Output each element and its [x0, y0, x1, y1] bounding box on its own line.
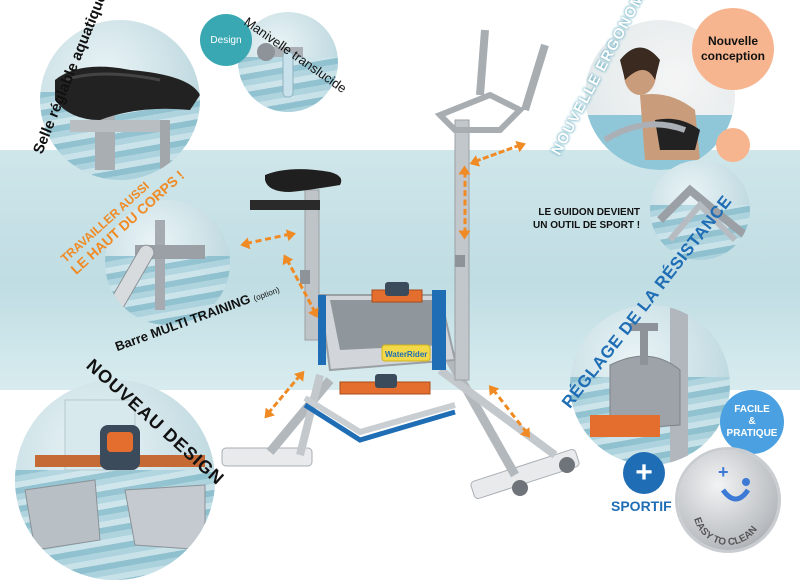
plus-symbol: +	[635, 456, 653, 489]
saddle-photo	[40, 20, 200, 180]
handlebar-line2: UN OUTIL DE SPORT !	[533, 220, 641, 231]
easy-line1: FACILE	[734, 404, 770, 415]
handlebar-height-arrow	[463, 171, 467, 234]
easy-amp: &	[748, 416, 756, 427]
sportif-label: SPORTIF	[611, 498, 672, 514]
handlebar-photo	[650, 160, 750, 260]
handlebar-line1: LE GUIDON DEVIENT	[538, 207, 641, 218]
multi-training-photo	[105, 200, 230, 325]
new-concept-line2: conception	[700, 49, 765, 63]
bike-logo: WaterRider	[385, 350, 427, 359]
svg-text:+: +	[718, 462, 729, 482]
design-badge: Design	[200, 14, 252, 66]
easy-clean-coin: + EASY TO CLEAN	[678, 450, 778, 550]
new-concept-badge: Nouvelle conception	[692, 8, 774, 90]
rider-photo	[585, 20, 735, 170]
new-concept-line1: Nouvelle	[707, 34, 758, 48]
easy-line2: PRATIQUE	[726, 428, 778, 439]
plus-badge: +	[623, 452, 665, 494]
handlebar-callout: LE GUIDON DEVIENT UN OUTIL DE SPORT !	[533, 206, 640, 232]
easy-badge: FACILE & PRATIQUE	[720, 390, 784, 454]
peach-dot	[716, 128, 750, 162]
pedal-photo	[15, 380, 215, 580]
resistance-photo	[570, 305, 730, 465]
crank-photo	[238, 12, 338, 112]
bike-illustration: WaterRider	[221, 29, 580, 500]
design-badge-label: Design	[210, 34, 242, 46]
